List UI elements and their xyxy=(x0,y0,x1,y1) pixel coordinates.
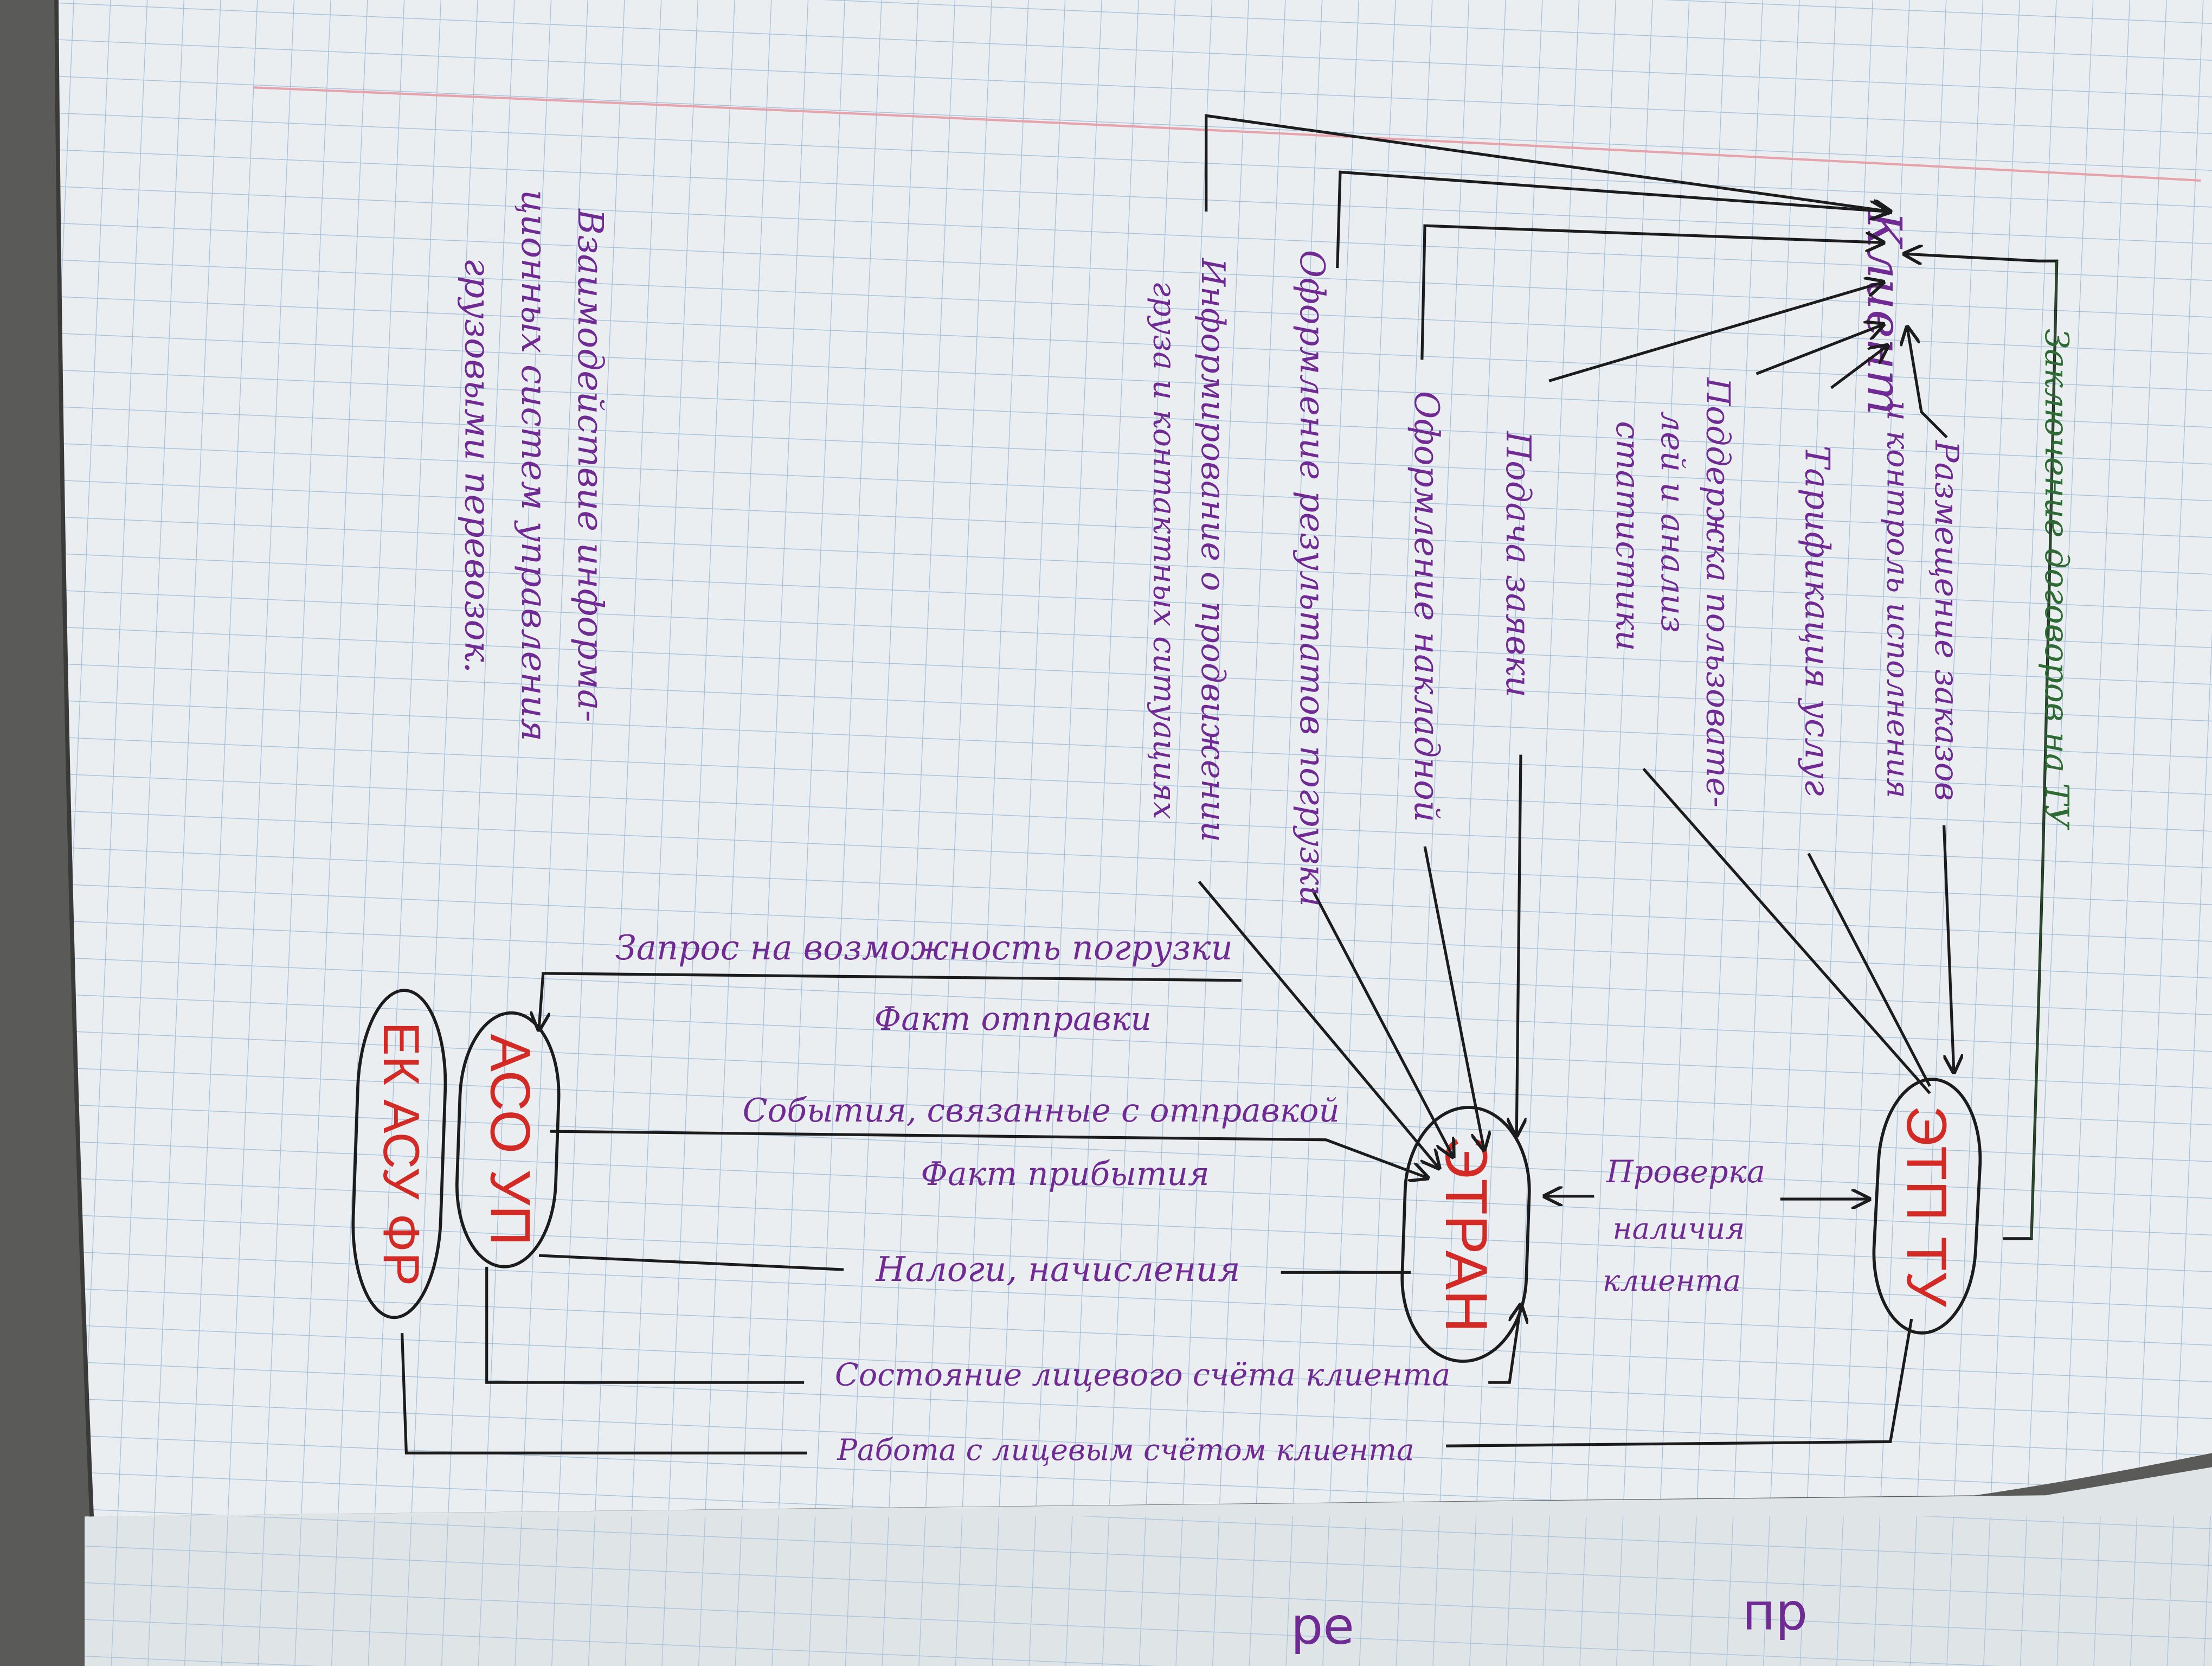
edge-loading xyxy=(1310,888,1453,1157)
edge-support-client xyxy=(1756,324,1883,375)
label-support-1: Поддержка пользовате- xyxy=(1699,377,1737,808)
label-support-2: лей и анализ xyxy=(1654,411,1692,633)
edge-orders-client xyxy=(1907,327,1948,439)
diagram-title: Взаимодействие информа- ционных систем у… xyxy=(457,190,610,741)
lower-page-fragments: ре пр xyxy=(1291,1582,1808,1656)
edge-invoice xyxy=(1423,846,1484,1150)
node-etp-tu: ЭТП ТУ xyxy=(1872,1078,1982,1335)
edge-support xyxy=(1642,767,1931,1094)
edge-request xyxy=(1516,754,1521,1136)
edge-contracts-green xyxy=(2030,261,2058,1239)
node-aso-up: АСО УП xyxy=(455,1011,561,1268)
svg-text:пр: пр xyxy=(1742,1582,1808,1642)
label-dispatch-fact: Факт отправки xyxy=(874,1000,1152,1038)
label-check-3: клиента xyxy=(1603,1263,1741,1298)
node-ek-asu-fr: ЕК АСУ ФР xyxy=(351,989,447,1319)
title-line-3: грузовыми перевозок. xyxy=(457,258,498,674)
node-etran-label: ЭТРАН xyxy=(1433,1136,1499,1333)
edge-account-state xyxy=(485,1266,805,1384)
label-account-state: Состояние лицевого счёта клиента xyxy=(835,1357,1450,1393)
label-invoice: Оформление накладной xyxy=(1407,391,1446,822)
svg-text:ре: ре xyxy=(1291,1597,1354,1656)
edge-invoice-client xyxy=(1420,224,1883,360)
edge-loading-request xyxy=(539,972,1242,1030)
edge-account-work xyxy=(400,1333,807,1454)
label-request: Подача заявки xyxy=(1499,431,1538,697)
edge-tariff xyxy=(1807,853,1931,1087)
edge-request-client xyxy=(1548,282,1883,382)
edge-dispatch-events xyxy=(550,1130,1427,1178)
label-arrival-fact: Факт прибытия xyxy=(921,1155,1209,1193)
label-tariff: Тарификация услуг xyxy=(1798,445,1837,796)
label-contracts: Заключение договоров на ТУ xyxy=(2037,329,2075,830)
label-loading: Оформление результатов погрузки xyxy=(1293,250,1332,907)
edge-account-state-b xyxy=(1488,1305,1521,1384)
label-check-1: Проверка xyxy=(1606,1154,1765,1190)
label-account-work: Работа с лицевым счётом клиента xyxy=(837,1432,1414,1467)
title-line-1: Взаимодействие информа- xyxy=(570,208,610,722)
edge-labels: Заключение договоров на ТУ Размещение за… xyxy=(615,250,2075,1467)
label-dispatch-events: События, связанные с отправкой xyxy=(743,1092,1340,1130)
title-line-2: ционных систем управления xyxy=(513,190,554,741)
edge-informing-client xyxy=(1205,114,1891,212)
label-loading-request: Запрос на возможность погрузки xyxy=(615,928,1233,967)
edge-informing xyxy=(1198,881,1439,1168)
node-ek-asu-fr-label: ЕК АСУ ФР xyxy=(373,1022,430,1286)
edge-account-work-b xyxy=(1446,1318,1913,1447)
node-etran: ЭТРАН xyxy=(1400,1106,1531,1363)
label-taxes: Налоги, начисления xyxy=(875,1250,1240,1289)
node-etp-tu-label: ЭТП ТУ xyxy=(1895,1105,1958,1308)
label-orders-2: и контроль исполнения xyxy=(1880,401,1916,798)
label-support-3: статистики xyxy=(1609,421,1647,651)
label-informing-1: Информирование о продвижении xyxy=(1194,258,1232,842)
edge-orders xyxy=(1943,825,1954,1072)
edge-loading-client xyxy=(1336,170,1888,268)
margin-line xyxy=(254,86,2201,182)
label-orders-1: Размещение заказов xyxy=(1927,440,1965,800)
label-check-2: наличия xyxy=(1612,1211,1745,1246)
node-aso-up-label: АСО УП xyxy=(479,1034,542,1246)
label-informing-2: груза и контактных ситуациях xyxy=(1146,281,1182,819)
edge-tariff-client xyxy=(1830,345,1887,389)
edge-taxes xyxy=(538,1254,844,1271)
